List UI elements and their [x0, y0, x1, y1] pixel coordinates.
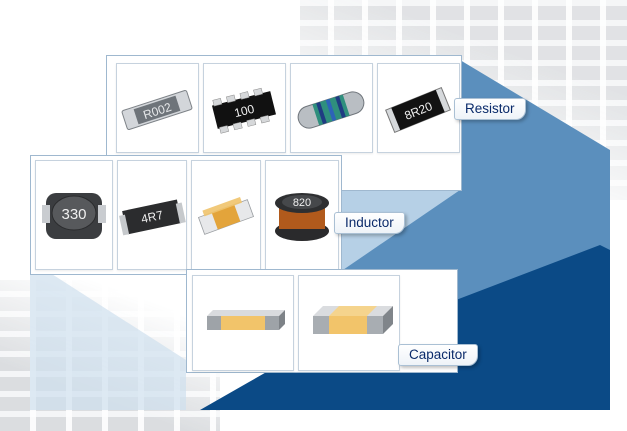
resistor-array-icon: 100 [211, 87, 277, 134]
capacitor-chip-cell-1[interactable] [192, 275, 294, 371]
thin-film-resistor-icon: R002 [121, 90, 193, 130]
chip-inductor-icon [197, 197, 255, 235]
mlcc-thin-capacitor-icon [207, 310, 285, 330]
molded-inductor-icon: 4R7 [119, 199, 186, 236]
resistor-chip-cell-4[interactable]: 8R20 [377, 63, 460, 153]
resistor-chip-cell-1[interactable]: R002 [116, 63, 199, 153]
chip-marking: 820 [293, 197, 311, 209]
resistor-chip-cell-3[interactable] [290, 63, 373, 153]
drum-core-inductor-icon: 820 [275, 193, 329, 241]
capacitor-panel [186, 269, 458, 373]
chip-resistor-icon: 8R20 [385, 86, 451, 134]
capacitor-label[interactable]: Capacitor [398, 344, 478, 366]
mlcc-capacitor-icon [313, 306, 393, 334]
resistor-label[interactable]: Resistor [454, 98, 526, 120]
chip-marking: 330 [61, 206, 86, 223]
resistor-chip-cell-2[interactable]: 100 [203, 63, 286, 153]
inductor-label[interactable]: Inductor [334, 212, 405, 234]
inductor-chip-cell-3[interactable] [191, 160, 261, 270]
inductor-panel: 330 4R7 [30, 155, 342, 275]
chip-marking: 4R7 [140, 208, 165, 226]
capacitor-chip-cell-2[interactable] [298, 275, 400, 371]
shielded-power-inductor-icon: 330 [42, 193, 106, 239]
light-wedge [30, 260, 186, 410]
inductor-chip-cell-2[interactable]: 4R7 [117, 160, 187, 270]
melf-resistor-icon [297, 91, 365, 129]
inductor-chip-cell-4[interactable]: 820 [265, 160, 339, 270]
inductor-chip-cell-1[interactable]: 330 [35, 160, 113, 270]
chip-marking: 100 [233, 102, 256, 121]
